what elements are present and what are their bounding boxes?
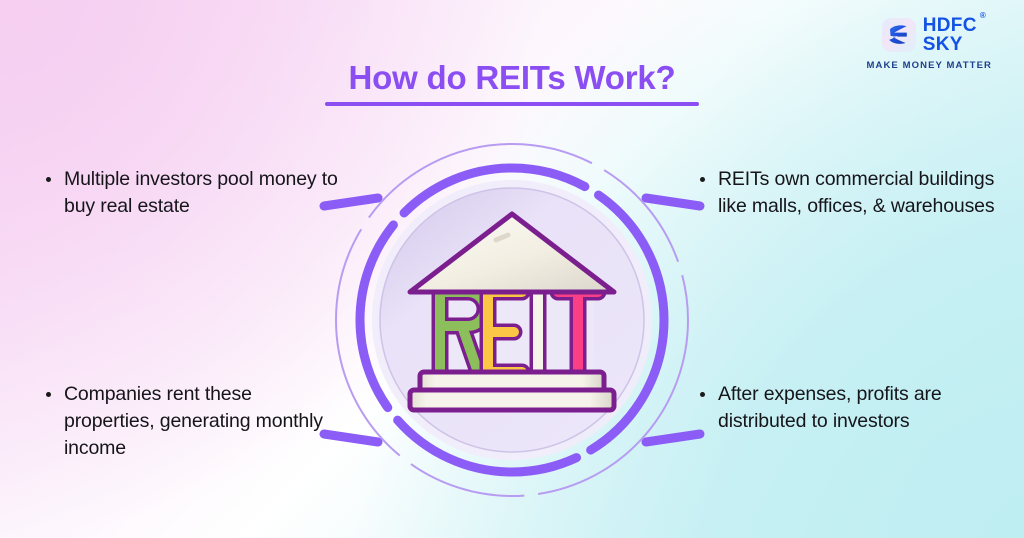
list-item: After expenses, profits are distributed … — [700, 381, 1000, 435]
bullet-dot-icon — [700, 177, 705, 182]
title-underline — [325, 102, 699, 107]
bank-building — [407, 211, 617, 413]
bullet-dot-icon — [700, 392, 705, 397]
bullet-text: After expenses, profits are distributed … — [718, 383, 942, 432]
bullet-dot-icon — [46, 392, 51, 397]
brand-tagline: MAKE MONEY MATTER — [866, 59, 992, 71]
ray-lines — [319, 193, 705, 447]
list-item: Multiple investors pool money to buy rea… — [46, 166, 346, 220]
brand-name-line2: SKY — [922, 34, 963, 56]
bullet-text: Companies rent these properties, generat… — [64, 383, 323, 459]
center-disc-edge — [379, 187, 645, 453]
brand-logo: HDFC ® SKY MAKE MONEY MATTER — [866, 12, 993, 71]
brand-wordmark: HDFC ® SKY — [922, 12, 986, 56]
bullet-bottom-right: After expenses, profits are distributed … — [700, 381, 1000, 435]
page-title: How do REITs Work? — [348, 59, 676, 96]
bullet-dot-icon — [46, 177, 51, 182]
bullet-text: Multiple investors pool money to buy rea… — [64, 168, 338, 217]
mid-purple-ring — [355, 163, 669, 477]
bullet-top-right: REITs own commercial buildings like mall… — [700, 166, 1000, 220]
list-item: REITs own commercial buildings like mall… — [700, 166, 1000, 220]
page-title-wrap: How do REITs Work? — [0, 59, 1024, 107]
bullet-text: REITs own commercial buildings like mall… — [718, 168, 995, 217]
base-step-lower — [407, 387, 617, 413]
outer-dashed-ring — [335, 143, 689, 497]
brand-logo-row: HDFC ® SKY — [881, 12, 986, 56]
roof-highlight — [493, 232, 511, 243]
hdfc-sky-swoosh-icon — [881, 18, 916, 53]
registered-trademark-icon: ® — [979, 11, 986, 20]
roof — [407, 211, 617, 295]
reit-bank-building-icon — [318, 136, 706, 504]
list-item: Companies rent these properties, generat… — [46, 381, 346, 462]
bullet-top-left: Multiple investors pool money to buy rea… — [46, 166, 346, 220]
bullet-bottom-left: Companies rent these properties, generat… — [46, 381, 346, 462]
brand-name-line1: HDFC — [922, 15, 977, 36]
